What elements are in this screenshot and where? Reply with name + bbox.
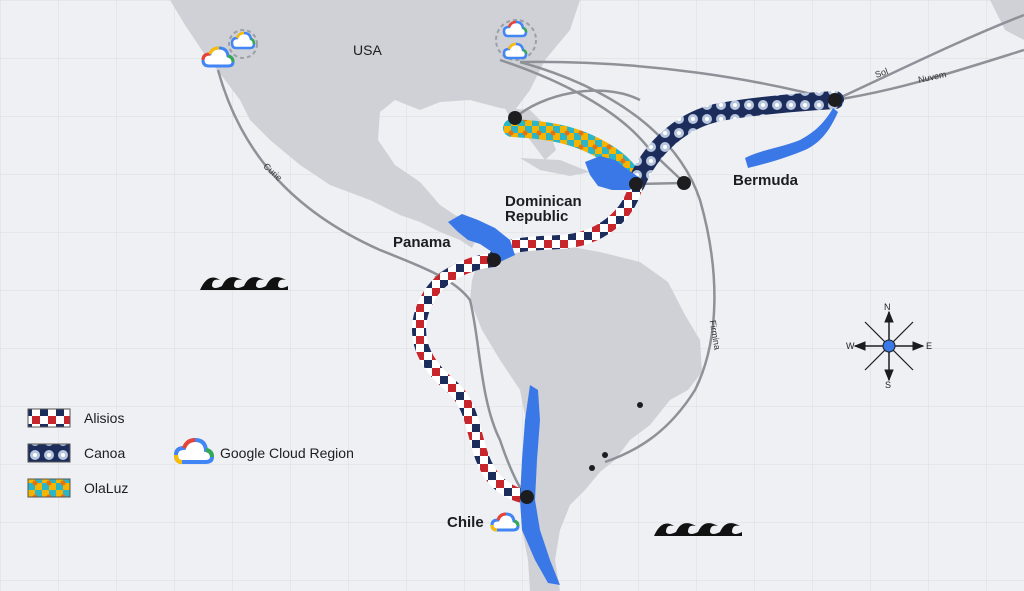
node-chile <box>520 490 534 504</box>
cloud-icon-east-1 <box>495 19 537 61</box>
canada-land <box>990 0 1024 40</box>
label-dominican-republic: Dominican Republic <box>505 194 582 224</box>
label-dr-line1: Dominican <box>505 193 582 210</box>
waves-icon-atlantic <box>654 523 742 536</box>
cloud-icon-west-2 <box>228 29 258 59</box>
firmina-cable <box>519 60 716 464</box>
node-panama <box>487 253 501 267</box>
nuvem-cable <box>834 48 1024 102</box>
compass-n: N <box>884 302 891 312</box>
legend-label-region: Google Cloud Region <box>220 445 354 461</box>
compass-s: S <box>885 380 892 390</box>
cloud-icon-west-1 <box>201 46 235 68</box>
us-east-cable <box>519 60 836 102</box>
florida-spur <box>514 89 641 119</box>
legend-label-olaluz: OlaLuz <box>84 480 129 496</box>
canoa-cable <box>627 91 844 193</box>
node-brazil-3 <box>589 465 595 471</box>
label-panama: Panama <box>393 234 451 251</box>
node-brazil-1 <box>637 402 643 408</box>
compass-rose-icon <box>853 310 925 382</box>
label-bermuda: Bermuda <box>733 172 799 189</box>
legend-swatch-alisios <box>27 408 71 428</box>
node-bermuda <box>828 93 842 107</box>
label-usa: USA <box>353 42 382 58</box>
legend-label-canoa: Canoa <box>84 445 126 461</box>
alisios-cable <box>412 177 643 504</box>
bermuda-shape <box>745 108 838 168</box>
chile-shape <box>520 385 560 585</box>
label-chile: Chile <box>447 514 484 531</box>
node-dr <box>629 177 643 191</box>
compass-e: E <box>926 341 933 351</box>
legend-cloud-icon <box>173 437 215 464</box>
node-brazil-2 <box>602 452 608 458</box>
cuba-land <box>520 158 590 176</box>
node-florida <box>508 111 522 125</box>
sol-cable <box>834 13 1024 102</box>
legend-label-alisios: Alisios <box>84 410 125 426</box>
north-america-land <box>170 0 580 248</box>
legend-swatch-olaluz <box>27 478 71 498</box>
node-dr-east <box>677 176 691 190</box>
dominican-republic-shape <box>585 156 640 190</box>
landing-nodes <box>487 93 842 504</box>
caribbean-cable <box>499 58 685 184</box>
label-dr-line2: Republic <box>505 208 569 225</box>
grey-cables <box>216 13 1024 498</box>
cloud-icon-chile <box>490 512 520 532</box>
compass-w: W <box>846 341 855 351</box>
waves-icon-pacific <box>200 277 288 290</box>
legend-swatch-canoa <box>27 443 71 463</box>
curie-cable <box>216 69 528 498</box>
panama-shape <box>448 214 515 262</box>
